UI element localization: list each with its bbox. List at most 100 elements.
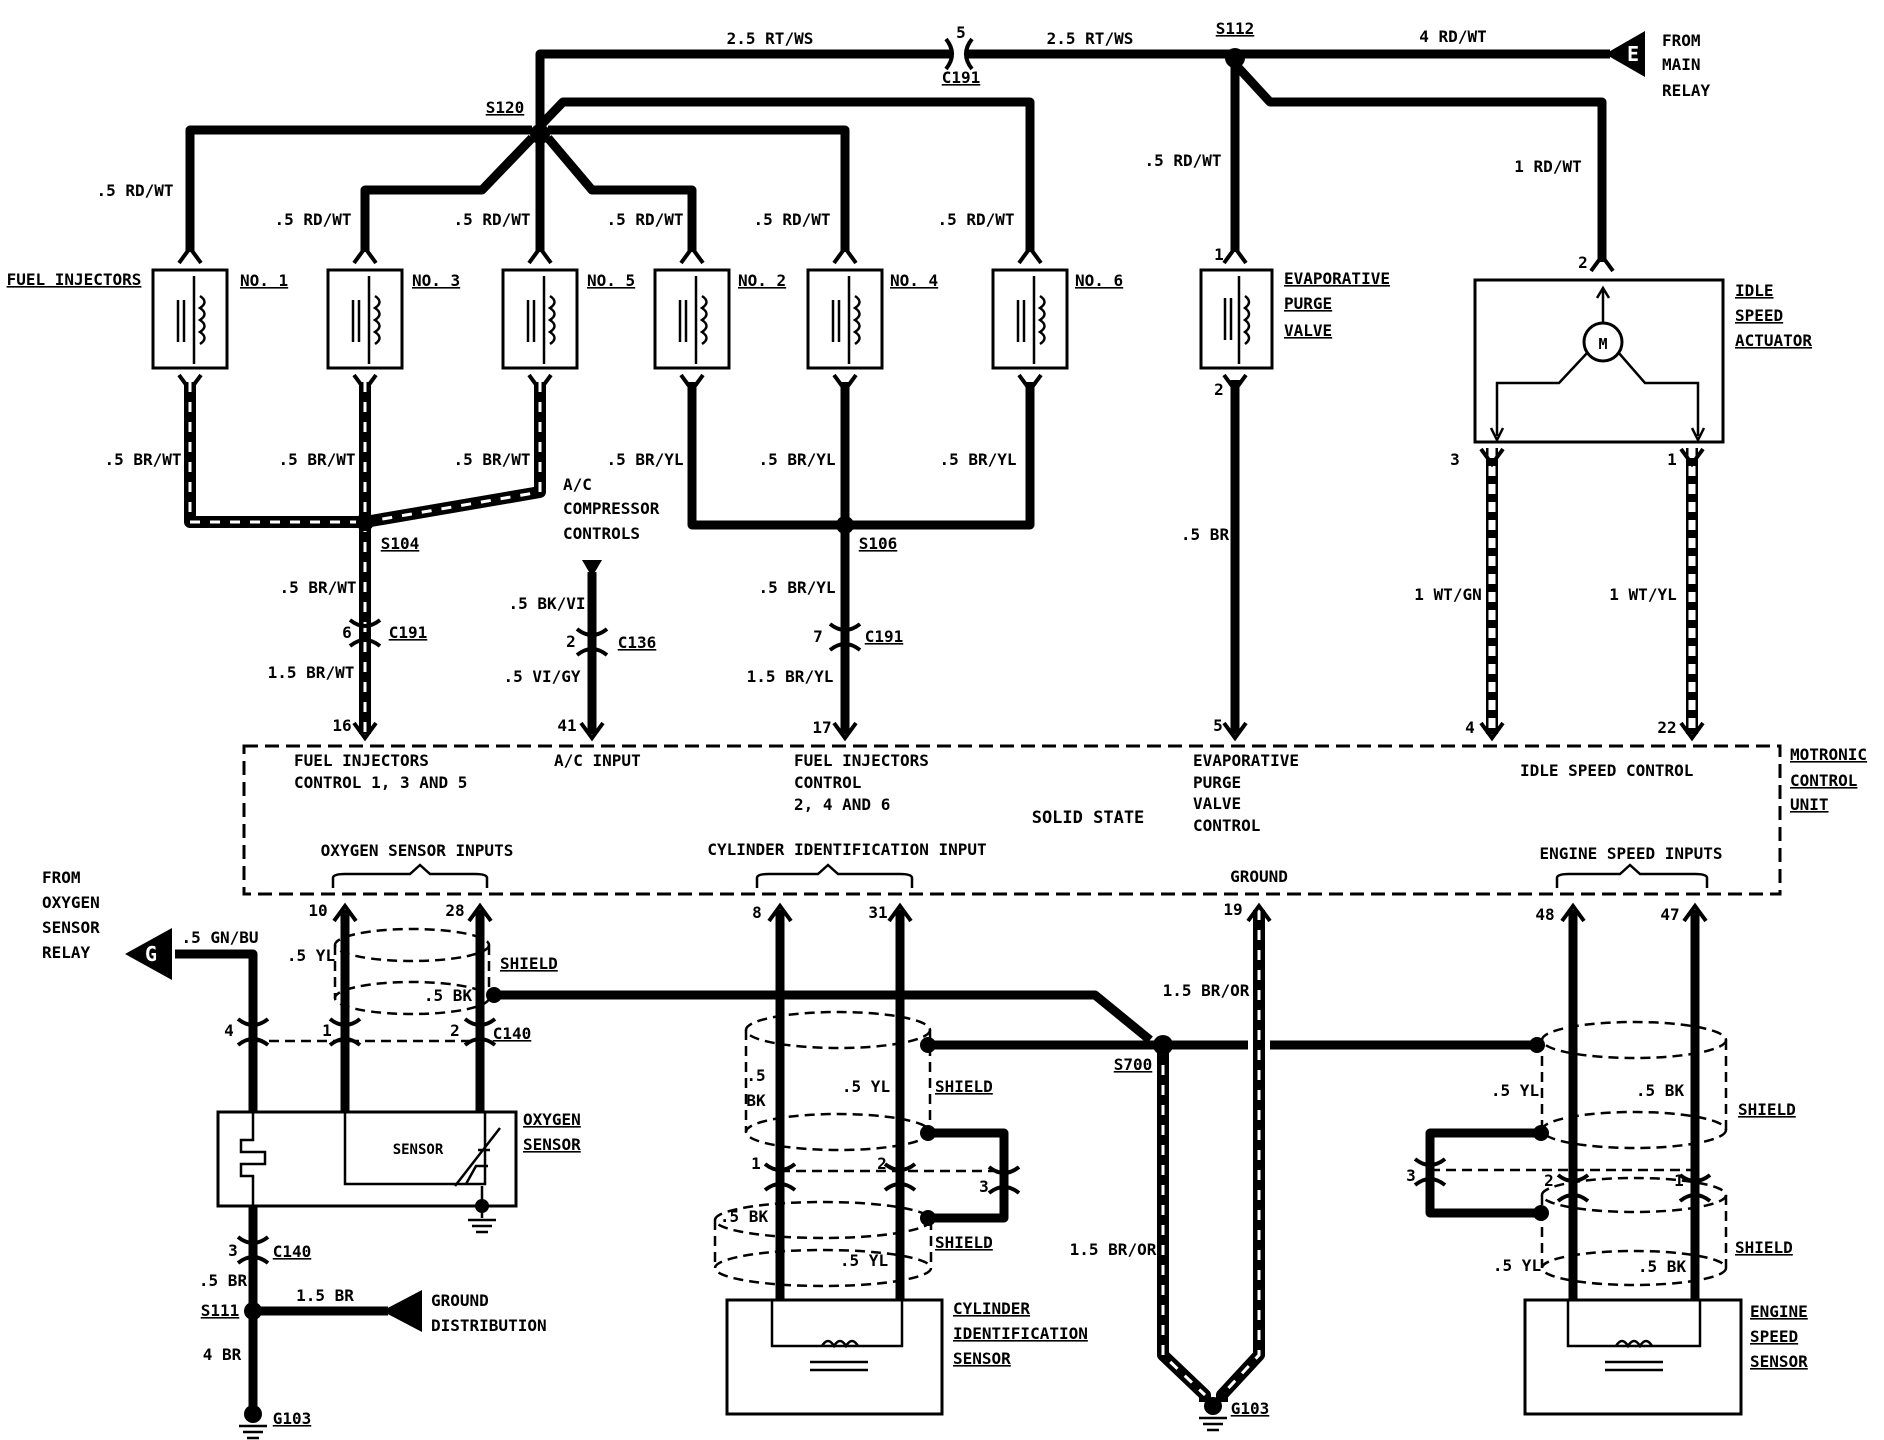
ac-arrow bbox=[582, 560, 602, 577]
cis-pin2-label: 2 bbox=[877, 1154, 887, 1173]
c191-pin6-label: 6 bbox=[342, 623, 352, 642]
o2-relay-wire bbox=[175, 949, 258, 1112]
ecu-inj246-label-2: CONTROL bbox=[794, 773, 861, 792]
shield-o2-label: SHIELD bbox=[500, 954, 558, 973]
inj1-feed-label: .5 RD/WT bbox=[96, 181, 173, 200]
cis-yl-label: .5 YL bbox=[842, 1077, 890, 1096]
o2-sensor-label-1: OXYGEN bbox=[523, 1110, 581, 1129]
cis-label-2: IDENTIFICATION bbox=[953, 1324, 1088, 1343]
c136-pin2-label: 2 bbox=[566, 632, 576, 651]
ecu-brackets bbox=[331, 863, 1709, 888]
injector-return-wiring bbox=[184, 380, 1705, 740]
ess-yl-label: .5 YL bbox=[1491, 1081, 1539, 1100]
s111-label: S111 bbox=[201, 1301, 240, 1320]
injector-no2 bbox=[653, 246, 731, 392]
o2-sensor-label-2: SENSOR bbox=[523, 1135, 581, 1154]
injector-no1 bbox=[151, 246, 229, 392]
from-main-label-2: MAIN bbox=[1662, 55, 1701, 74]
ac-label-3: CONTROLS bbox=[563, 524, 640, 543]
o2-yl-label: .5 YL bbox=[287, 946, 335, 965]
isa-label-2: SPEED bbox=[1735, 306, 1783, 325]
s106-c191-label: 1.5 BR/YL bbox=[747, 667, 834, 686]
inj3-feed-label: .5 RD/WT bbox=[274, 210, 351, 229]
isa-pin1-label: 1 bbox=[1667, 450, 1677, 469]
ground-dist-wire-label: 1.5 BR bbox=[296, 1286, 354, 1305]
cis-yl-low-label: .5 YL bbox=[840, 1251, 888, 1270]
c140-pin1-label: 1 bbox=[322, 1021, 332, 1040]
inj6-return-label: .5 BR/YL bbox=[939, 450, 1016, 469]
cis-pin3-label: 3 bbox=[979, 1177, 989, 1196]
ecu-pin41-label: 41 bbox=[557, 716, 576, 735]
shield-cis-b-label: SHIELD bbox=[935, 1233, 993, 1252]
no6-label: NO. 6 bbox=[1075, 271, 1123, 290]
o2-shield-drain-wire bbox=[494, 990, 1153, 1044]
fuel-injector-group bbox=[151, 246, 1069, 392]
c191-a-label: C191 bbox=[389, 623, 428, 642]
from-o2-label-2: OXYGEN bbox=[42, 893, 100, 912]
ess-bk-label: .5 BK bbox=[1636, 1081, 1685, 1100]
inj4-feed-wire bbox=[548, 125, 850, 252]
inj1-feed-wire bbox=[185, 125, 532, 252]
no1-label: NO. 1 bbox=[240, 271, 288, 290]
s700-splice bbox=[1153, 1035, 1173, 1055]
s112-label: S112 bbox=[1216, 19, 1255, 38]
s111-ground-wire-label: 4 BR bbox=[203, 1345, 242, 1364]
ecu-pin48-label: 48 bbox=[1535, 905, 1554, 924]
from-main-label-1: FROM bbox=[1662, 31, 1701, 50]
inj2-feed-wire bbox=[544, 135, 697, 252]
c136-label: C136 bbox=[618, 633, 657, 652]
no2-label: NO. 2 bbox=[738, 271, 786, 290]
s112-splice bbox=[1225, 48, 1245, 68]
ess-coil-icon bbox=[1614, 1339, 1654, 1349]
ecu-pin8-label: 8 bbox=[752, 903, 762, 922]
ecu-pin19-label: 19 bbox=[1223, 900, 1242, 919]
ac-label-1: A/C bbox=[563, 475, 592, 494]
cis-shield-jumper-wire bbox=[928, 1128, 1009, 1223]
ecu-name-2: CONTROL bbox=[1790, 771, 1857, 790]
shield-cis-a-label: SHIELD bbox=[935, 1077, 993, 1096]
cis-coil-icon bbox=[820, 1339, 860, 1349]
ecu-cyl-input-label: CYLINDER IDENTIFICATION INPUT bbox=[707, 840, 986, 859]
ecu-pin17-label: 17 bbox=[812, 718, 831, 737]
ess-pin2-label: 2 bbox=[1544, 1171, 1554, 1190]
cis-label-3: SENSOR bbox=[953, 1349, 1011, 1368]
s700-label: S700 bbox=[1114, 1055, 1153, 1074]
ecu-pin47-label: 47 bbox=[1660, 905, 1679, 924]
oxygen-sensor-box bbox=[216, 1110, 518, 1208]
ecu-pin31-label: 31 bbox=[868, 903, 887, 922]
ecu-solid-state-label: SOLID STATE bbox=[1032, 808, 1145, 828]
s104-label: S104 bbox=[381, 534, 420, 553]
cylinder-identification-wiring bbox=[713, 904, 1150, 1416]
c191-b-label: C191 bbox=[865, 627, 904, 646]
ecu-pin4-label: 4 bbox=[1465, 718, 1475, 737]
ess-pin3-label: 3 bbox=[1406, 1166, 1416, 1185]
ground-dist-label-2: DISTRIBUTION bbox=[431, 1316, 547, 1335]
from-main-label-3: RELAY bbox=[1662, 81, 1711, 100]
c140-pin4-label: 4 bbox=[224, 1021, 234, 1040]
isa-label-1: IDLE bbox=[1735, 281, 1774, 300]
injector-no4 bbox=[806, 246, 884, 392]
s120-secondary-loop-wire bbox=[536, 97, 1035, 252]
idle-speed-actuator: M bbox=[1473, 254, 1725, 444]
ecu-pin16-label: 16 bbox=[332, 716, 351, 735]
c191-pin5-label: 5 bbox=[956, 23, 966, 42]
e-marker-triangle bbox=[1605, 31, 1645, 77]
evap-purge-valve bbox=[1199, 246, 1274, 392]
injector-no5 bbox=[501, 246, 579, 392]
o2-ground-icon bbox=[468, 1218, 496, 1234]
g-marker: G bbox=[145, 942, 157, 966]
no5-label: NO. 5 bbox=[587, 271, 635, 290]
evap-pin2-label: 2 bbox=[1214, 380, 1224, 399]
s120-splice bbox=[530, 124, 550, 144]
ground-distribution-arrow bbox=[382, 1290, 422, 1332]
ecu-inj246-label-3: 2, 4 AND 6 bbox=[794, 795, 890, 814]
inj2-feed-label: .5 RD/WT bbox=[606, 210, 683, 229]
shield-ess-b-label: SHIELD bbox=[1735, 1238, 1793, 1257]
no3-label: NO. 3 bbox=[412, 271, 460, 290]
cis-bk-low-label: .5 BK bbox=[720, 1207, 769, 1226]
inj4-return-label: .5 BR/YL bbox=[758, 450, 835, 469]
ecu-pin22-label: 22 bbox=[1657, 718, 1676, 737]
inj6-feed-label: .5 RD/WT bbox=[937, 210, 1014, 229]
isa-feed-wire bbox=[1231, 60, 1607, 262]
